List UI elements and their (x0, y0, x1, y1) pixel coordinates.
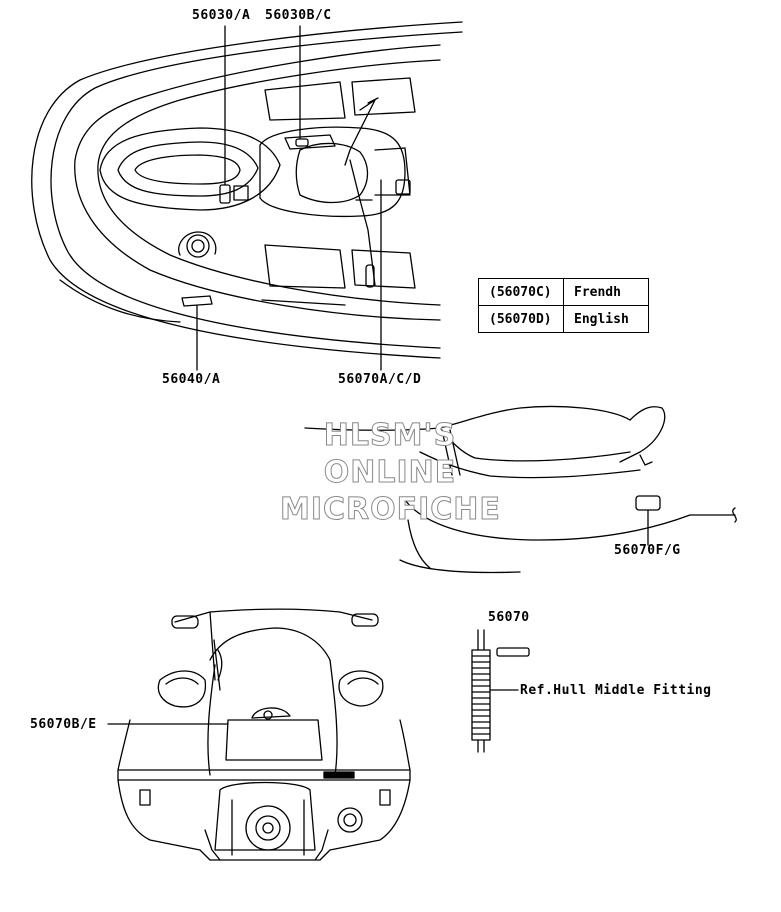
label-56030-a: 56030/A (192, 8, 251, 23)
top-view-leaders (196, 25, 382, 371)
legend-row: (56070C) Frendh (478, 278, 649, 306)
part-56070-detail (471, 629, 530, 753)
watermark-line-2: ONLINE (323, 455, 457, 491)
side-view-seat (304, 405, 737, 574)
label-56030-bc: 56030B/C (265, 8, 332, 23)
legend-language: Frendh (563, 278, 649, 306)
legend-row: (56070D) English (478, 305, 649, 333)
label-56070: 56070 (488, 610, 530, 625)
legend-language: English (563, 305, 649, 333)
language-legend-table: (56070C) Frendh (56070D) English (478, 278, 649, 333)
label-56070-be: 56070B/E (30, 717, 97, 732)
label-56070-fg: 56070F/G (614, 543, 681, 558)
watermark-line-1: HLSM'S (323, 418, 457, 454)
legend-code: (56070D) (478, 305, 564, 333)
rear-view-hull (117, 608, 411, 861)
label-ref-hull-middle-fitting: Ref.Hull Middle Fitting (520, 683, 712, 698)
top-view-hull (31, 21, 463, 359)
label-56070-acd: 56070A/C/D (338, 372, 422, 387)
label-56040-a: 56040/A (162, 372, 221, 387)
watermark-line-3: MICROFICHE (280, 492, 501, 528)
legend-code: (56070C) (478, 278, 564, 306)
